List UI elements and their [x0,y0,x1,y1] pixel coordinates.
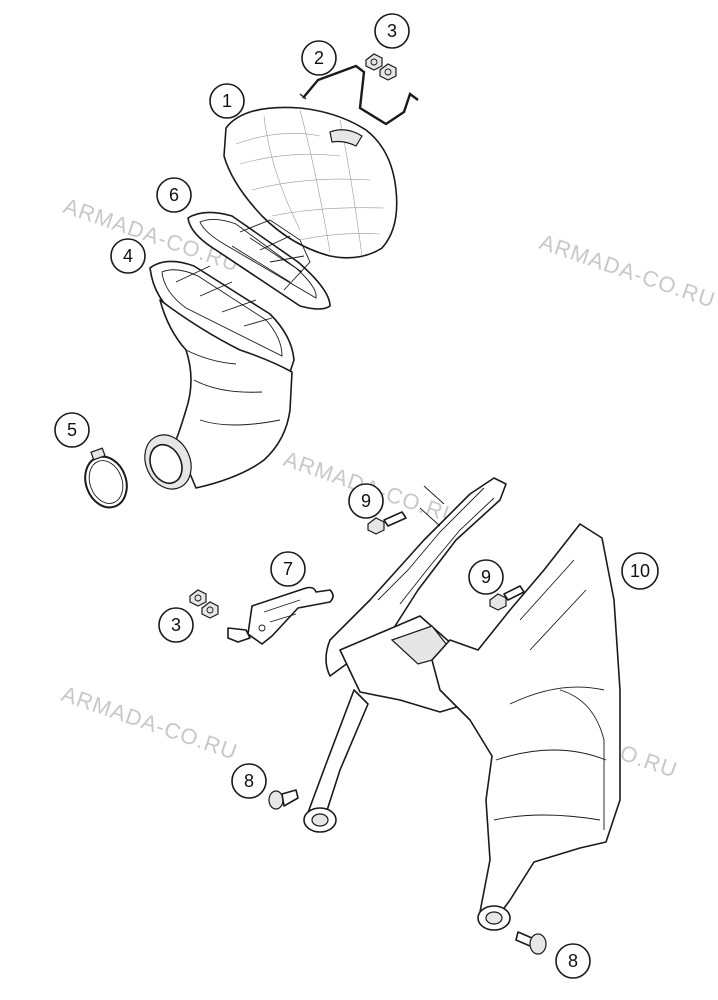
part-8-bolt-left [268,789,299,810]
part-6-filter-cage [187,211,331,310]
part-9-bolt-lower [489,585,525,611]
callout-8-right: 8 [555,943,591,979]
svg-text:10: 10 [630,561,650,581]
callout-4: 4 [110,238,146,274]
part-3-nuts-lower [189,589,219,619]
svg-text:4: 4 [123,246,133,266]
callout-9-lower: 9 [468,559,504,595]
callout-10: 10 [621,552,659,590]
svg-text:6: 6 [169,185,179,205]
part-5-hose-clamp [84,447,128,509]
svg-text:8: 8 [568,951,578,971]
watermark-2: ARMADA-CO.RU [536,229,718,313]
callout-1: 1 [209,83,245,119]
part-10-subframe [303,477,621,931]
svg-text:5: 5 [67,420,77,440]
part-9-bolt-upper [367,511,407,535]
part-7-bracket [227,586,334,645]
part-1-filter-cover [223,106,398,259]
svg-text:2: 2 [314,48,324,68]
part-8-bolt-right [515,931,547,955]
callout-9-upper: 9 [348,483,384,519]
svg-text:3: 3 [171,615,181,635]
svg-text:3: 3 [387,21,397,41]
callout-2: 2 [301,40,337,76]
svg-text:1: 1 [222,91,232,111]
watermark-4: ARMADA-CO.RU [58,681,240,765]
part-3-nuts-top [365,53,397,81]
callout-5: 5 [54,412,90,448]
svg-text:9: 9 [361,491,371,511]
leader-lines [419,485,445,527]
callout-7: 7 [270,551,306,587]
svg-text:7: 7 [283,559,293,579]
callout-6: 6 [156,177,192,213]
part-2-wire-clip [299,64,419,126]
part-4-air-box [144,260,295,490]
callout-8-left: 8 [231,763,267,799]
callout-3-lower: 3 [158,607,194,643]
callout-3-top: 3 [374,13,410,49]
svg-text:8: 8 [244,771,254,791]
svg-text:9: 9 [481,567,491,587]
